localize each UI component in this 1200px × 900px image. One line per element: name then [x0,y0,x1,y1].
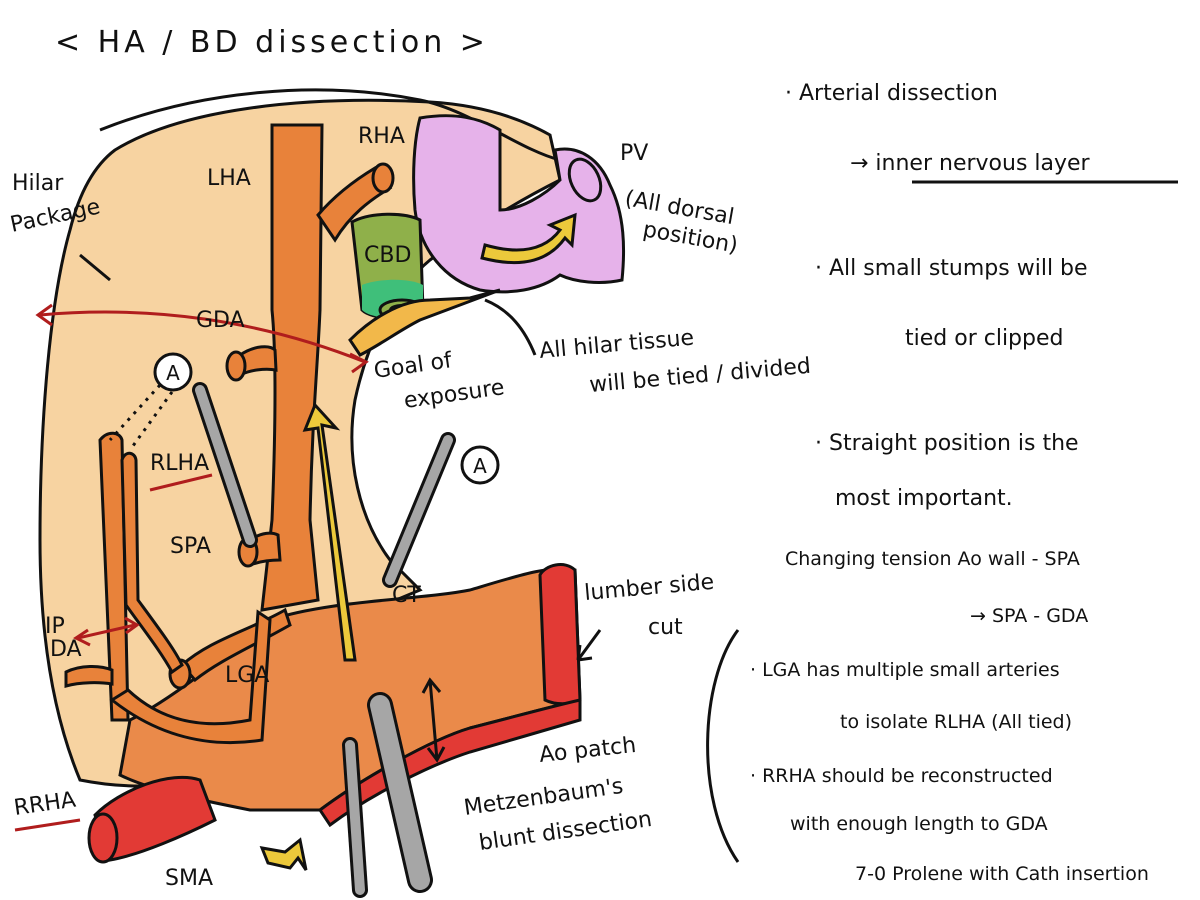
note-tied-clipped: tied or clipped [905,326,1063,351]
label-ipda-2: DA [50,637,82,662]
label-ct: CT [392,583,421,608]
metzenbaum-scissors [342,692,433,898]
pv-yellow-arrow [480,212,577,265]
note-lga-arteries: · LGA has multiple small arteries [750,659,1060,681]
label-lumber-2: cut [648,615,683,640]
yellow-arrow-up [302,402,357,662]
label-sma: SMA [165,866,213,891]
note-inner-nervous-layer: → inner nervous layer [850,151,1091,176]
rrha-underline [14,818,81,832]
portal-vein [412,114,626,294]
label-hilar-tissue-2: will be tied / divided [588,354,811,398]
label-goal-2: exposure [402,375,506,414]
hilar-top-edge [99,88,561,162]
rrha-vessel [98,431,130,722]
hilar-tissue-wedge [348,288,501,357]
dotted-line-a-rlha [108,383,162,442]
circle-a-label-1: A [166,361,180,385]
label-cbd: CBD [364,243,411,268]
note-enough-length: with enough length to GDA [790,813,1048,835]
ao-patch-arrow [421,677,446,763]
lumber-cut-arrow [576,629,602,662]
note-straight-position: · Straight position is the [815,431,1079,456]
label-ipda-1: IP [45,614,65,639]
circle-a-marker-2 [460,445,500,485]
exposure-double-arrow [39,310,366,364]
label-spa: SPA [170,534,211,559]
label-lga: LGA [225,663,269,688]
circle-a-label-2: A [473,454,487,478]
clamp-rlha [192,382,258,548]
sma-vessel [93,775,217,862]
note-small-stumps: · All small stumps will be [815,256,1088,281]
diagram-title: < HA / BD dissection > [55,25,489,60]
note-most-important: most important. [835,486,1013,511]
rlha-underline [149,473,213,492]
hilar-tissue-pointer [484,298,537,356]
label-pv-title: PV [620,141,648,166]
label-rha: RHA [358,124,405,149]
note-isolate-rlha: to isolate RLHA (All tied) [840,711,1072,733]
label-ao-patch: Ao patch [538,733,637,768]
note-rrha-reconstructed: · RRHA should be reconstructed [750,765,1053,787]
note-arterial-dissection: · Arterial dissection [785,81,998,106]
label-goal-1: Goal of [372,348,454,384]
rlha-vessel [120,451,184,675]
note-prolene: 7-0 Prolene with Cath insertion [855,863,1149,885]
notes-bracket [706,629,740,863]
label-hilar: Hilar [12,171,64,196]
label-gda: GDA [196,308,245,333]
clamp-ct [382,432,456,588]
hilar-pointer [79,253,111,282]
circle-a-marker-1 [153,352,193,392]
aorta-patch-wall [538,563,582,706]
gda-stump [238,345,278,378]
aorta-lower-wall [317,698,582,828]
note-changing-tension: Changing tension Ao wall - SPA [785,548,1080,570]
ipda-double-arrow [77,623,136,640]
label-rlha: RLHA [150,451,209,476]
label-lha: LHA [207,166,251,191]
ipda-vessel [64,665,114,688]
label-hilar-tissue-1: All hilar tissue [538,326,695,364]
label-rrha: RRHA [12,788,77,821]
rrha-to-aorta [109,609,272,745]
label-lumber-1: lumber side [583,570,715,606]
note-spa-gda: → SPA - GDA [970,605,1088,627]
sma-yellow-arrow [259,837,308,871]
sma-lumen [87,812,119,864]
dotted-line-a-rrha [128,391,174,451]
pv-lumen [567,157,603,203]
